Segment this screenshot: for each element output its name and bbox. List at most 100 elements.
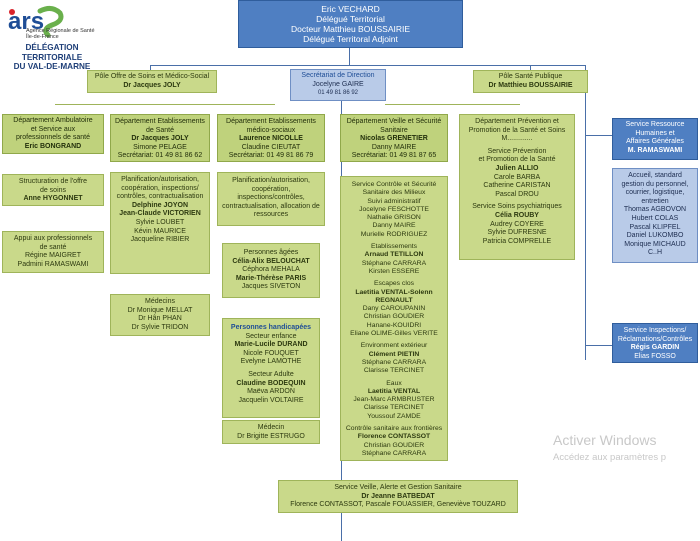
director-name: Eric VECHARD [321,4,380,14]
inspections-head: Régis GARDIN [630,344,680,352]
medecins1-name-3: Dr Sylvie TRIDON [131,323,189,331]
structuration-line-2: de soins [39,186,67,194]
controle-name-6: Kirsten ESSERE [368,267,420,275]
secretariat-name: Jocelyne GAIRE [312,80,364,88]
pole-offre-title: Pôle Offre de Soins et Médico-Social [94,73,210,80]
ressource-line-1: Service Ressource [625,121,685,128]
dept-prev-line-2: Promotion de la Santé et Soins [468,126,566,134]
ages-name-2: Jacques SIVETON [241,283,301,291]
dept-ambu-head: Eric BONGRAND [24,142,82,150]
service-controle-box: Service Contrôle et Sécurité Sanitaire d… [340,176,448,461]
ars-logo-mark: ars [8,5,64,38]
connector-sante-depts [385,104,520,105]
connector-main-horizontal [150,65,585,66]
agency-line-2: Île-de-France [26,34,59,40]
planif1-head-1: Delphine JOYON [131,201,188,209]
controle-name-1: Jocelyne FESCHOTTE [359,205,429,213]
handicap-sub-1: Secteur enfance [245,332,297,340]
dept-ems-phone: Secrétariat: 01 49 81 86 79 [228,152,314,160]
ages-head-2: Marie-Thérèse PARIS [235,274,307,282]
controle-name-5: Stéphane CARRARA [361,259,427,267]
connector-to-sante [530,65,531,70]
dept-prev-line-1: Département Prévention et [475,118,559,125]
deputy-role: Délégué Territoral Adjoint [303,34,398,44]
dept-prev-name-2: Catherine CARISTAN [483,182,551,190]
handicap-name-4: Jacquelin VOLTAIRE [238,396,304,404]
appui-name-1: Régine MAIGRET [24,252,82,260]
connector-right-vertical [585,65,586,360]
dept-veille-line-2: Sanitaire [380,126,408,134]
veille-alerte-title: Service Veille, Alerte et Gestion Sanita… [334,484,462,491]
director-role: Délégué Territorial [316,14,385,24]
controle-name-13: Jean-Marc ARMBRUSTER [353,396,435,404]
inspections-line-1: Service Inspections/ [623,327,687,334]
planif1-head-2: Jean-Claude VICTORIEN [119,210,201,218]
planif1-name-3: Jacqueline RIBIER [130,236,190,244]
structuration-box: Structuration de l'offre de soins Anne H… [2,174,104,206]
dept-prev-service-1b: et Promotion de la Santé [478,156,556,164]
planif2-line-5: ressources [253,211,289,219]
medecin-ems-box: Médecin Dr Brigitte ESTRUGO [222,420,320,444]
pole-sante-box: Pôle Santé Publique Dr Matthieu BOUSSAIR… [473,70,588,93]
top-direction-box: Eric VECHARD Délégué Territorial Docteur… [238,0,463,48]
controle-name-9: Hanane-KOUIDRI [366,321,422,329]
accueil-name-4: Daniel LUKOMBO [626,232,684,240]
dept-prev-name-1: Carole BARBA [493,173,541,181]
planif2-line-3: inspections/contrôles, [237,194,305,202]
dept-veille-box: Département Veille et Sécurité Sanitaire… [340,114,448,162]
medecins1-name-1: Dr Monique MELLAT [127,306,193,314]
deputy-name: Docteur Matthieu BOUSSAIRIE [290,24,411,34]
pole-offre-head: Dr Jacques JOLY [123,81,181,89]
pole-sante-head: Dr Matthieu BOUSSAIRIE [488,81,573,89]
controle-name-8: Christian GOUDIER [363,313,425,321]
secretariat-phone: 01 49 81 86 92 [317,90,359,97]
dept-prev-head-1: Julien ALLIO [495,164,539,172]
handicap-head-2: Claudine BODEQUIN [236,379,306,387]
dept-prev-name-5: Sylvie DUFRESNE [487,229,547,237]
appui-line-1: Appui aux professionnels [13,235,93,242]
planif1-name-2: Kévin MAURICE [134,227,186,235]
dept-etab-head: Dr Jacques JOLY [131,135,189,143]
dept-prev-service-1a: Service Prévention [487,147,547,155]
dept-ambu-line-1: Département Ambulatoire [13,117,93,124]
dept-ems-line-2: médico-sociaux [246,126,296,134]
dept-ambu-line-2: et Service aux [30,125,76,133]
controle-name-16: Christian GOUDIER [363,441,425,449]
accueil-box: Accueil, standard gestion du personnel, … [612,168,698,263]
service-ressource-box: Service Ressource Humaines et Affaires G… [612,118,698,160]
controle-head-5: Florence CONTASSOT [357,433,431,441]
dept-ambulatoire-box: Département Ambulatoire et Service aux p… [2,114,104,154]
veille-alerte-names: Florence CONTASSOT, Pascale FOUASSIER, G… [290,501,506,509]
inspections-name: Elias FOSSO [634,352,676,360]
service-inspections-box: Service Inspections/ Réclamations/Contrô… [612,323,698,363]
planif2-line-2: coopération, [251,185,291,193]
appui-name-2: Padmini RAMASWAMI [17,260,89,268]
delegation-line-2: DU VAL-DE-MARNE [13,62,91,71]
planif2-line-1: Planification/autorisation, [232,177,310,184]
controle-name-11: Stéphane CARRARA [361,358,427,366]
ages-title: Personnes âgées [243,249,299,256]
controle-line-3: Suivi administratif [367,197,421,205]
controle-head-1: Arnaud TETILLON [364,251,424,259]
handicap-name-3: Maëva ARDON [247,388,295,396]
delegation-line-1: DÉLÉGATION TERRITORIALE [21,43,83,62]
controle-head-2a: Laetitia VENTAL-Solenn [355,288,433,296]
connector-offre-depts [55,104,275,105]
ars-logo: ars Agence Régionale de Santé Île-de-Fra… [4,3,104,71]
connector-trunk [349,48,350,66]
pole-offre-box: Pôle Offre de Soins et Médico-Social Dr … [87,70,217,93]
dept-veille-phone: Secrétariat: 01 49 81 87 65 [351,152,437,160]
medecins-etab-box: Médecins Dr Monique MELLAT Dr Hân PHAN D… [110,294,210,336]
handicap-sub-2: Secteur Adulte [248,370,294,378]
accueil-name-2: Hubert COLAS [631,214,679,222]
connector-to-offre [150,65,151,70]
controle-name-17: Stéphane CARRARA [361,449,427,457]
ages-name-1: Céphora MEHALA [242,266,300,274]
controle-head-4: Laetitia VENTAL [367,387,421,395]
dept-medico-sociaux-box: Département Etablissements médico-sociau… [217,114,325,162]
activation-watermark-title: Activer Windows [553,432,657,448]
connector-to-inspections [585,345,612,346]
planification-ems-box: Planification/autorisation, coopération,… [217,172,325,226]
accueil-line-2: gestion du personnel, [621,180,689,188]
controle-name-10: Eliane OLIME-Gilles VERITE [350,330,438,338]
